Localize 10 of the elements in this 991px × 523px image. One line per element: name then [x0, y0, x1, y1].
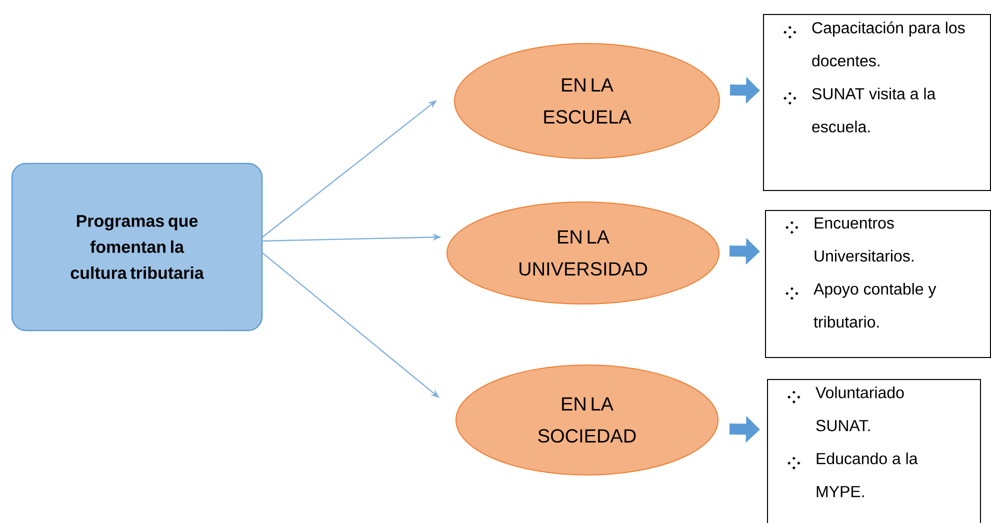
- rounded-box: Programas que fomentan la cultura tributaria: [11, 162, 263, 332]
- text-box: [765, 210, 991, 358]
- bullet-text: Apoyo contable y tributario.: [814, 282, 936, 328]
- bullet-text: Encuentros Universitarios.: [814, 218, 914, 262]
- text-box: [767, 379, 981, 523]
- bullet-text: Voluntariado SUNAT.: [816, 386, 904, 432]
- bullet-text: Educando a la MYPE.: [816, 452, 918, 498]
- text-box: [763, 14, 991, 191]
- bullet-text: Capacitación para los docentes.: [812, 22, 965, 66]
- bullet-text: SUNAT visita a la escuela.: [812, 88, 936, 132]
